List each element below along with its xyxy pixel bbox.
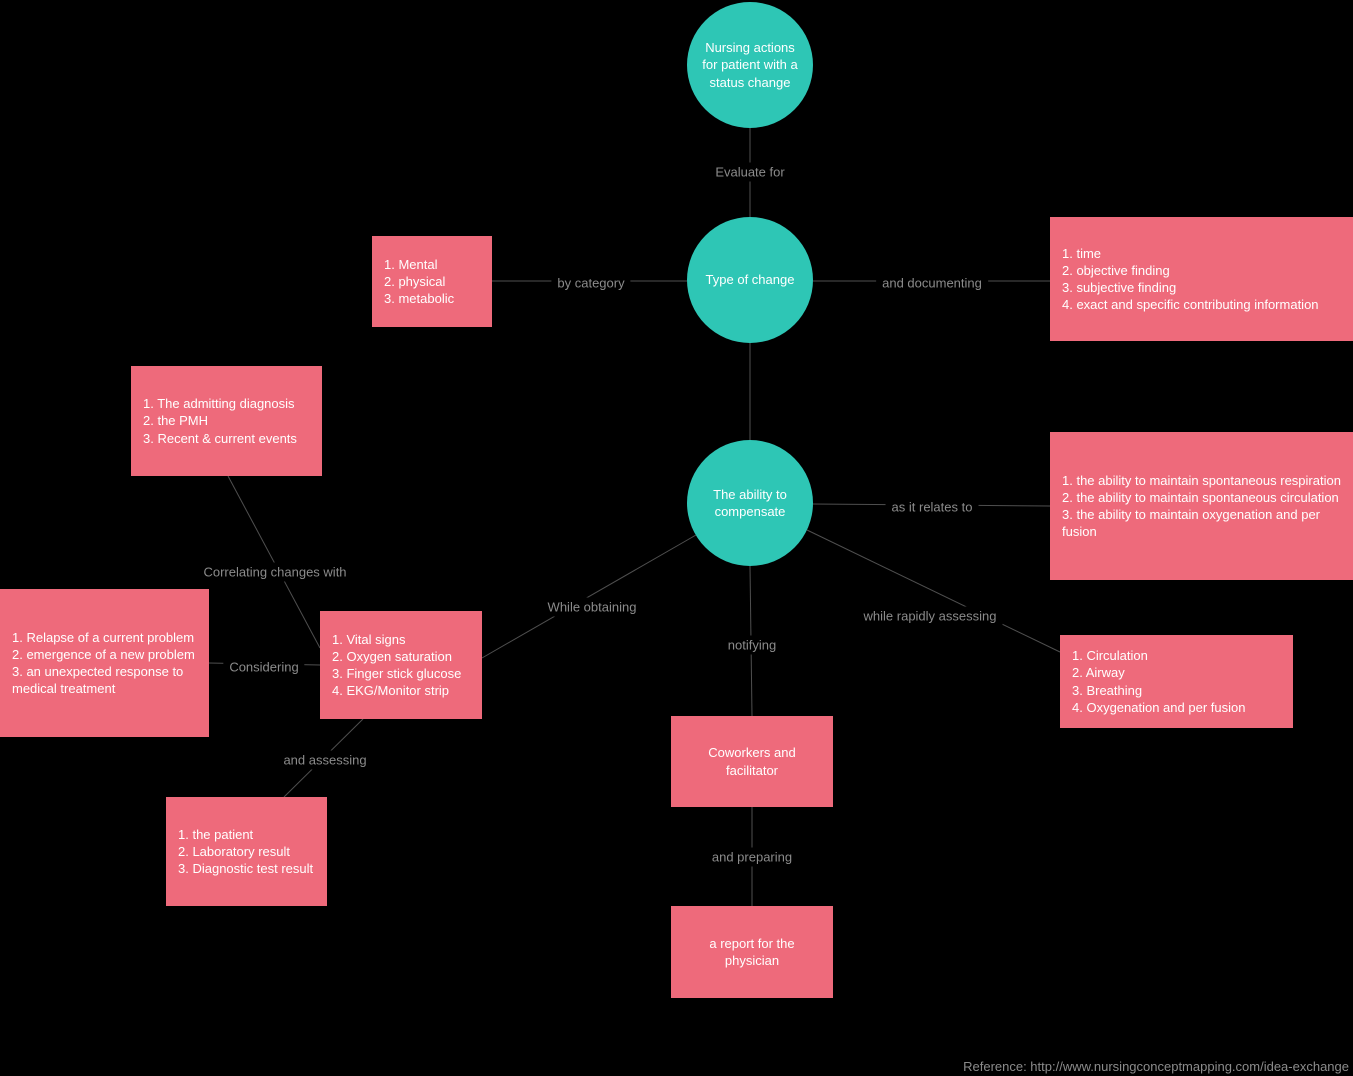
reference-text: Reference: http://www.nursingconceptmapp… (963, 1059, 1349, 1074)
edge-label-and-preparing: and preparing (705, 847, 799, 867)
edge-label-by-category: by category (551, 273, 631, 293)
edge-label-correlating-changes-with: Correlating changes with (197, 562, 353, 582)
edge-label-considering: Considering (223, 657, 305, 677)
edge-label-evaluate-for: Evaluate for (709, 162, 791, 182)
node-patient-lab-diagnostic-list: 1. the patient 2. Laboratory result 3. D… (166, 797, 327, 906)
node-type-of-change: Type of change (687, 217, 813, 343)
edge-label-and-assessing: and assessing (277, 750, 373, 770)
node-admitting-diagnosis-list: 1. The admitting diagnosis 2. the PMH 3.… (131, 366, 322, 476)
node-report-for-physician: a report for the physician (671, 906, 833, 998)
edge-label-and-documenting: and documenting (876, 273, 988, 293)
node-coworkers-facilitator: Coworkers and facilitator (671, 716, 833, 807)
edge-label-as-it-relates-to: as it relates to (885, 497, 979, 517)
node-relapse-list: 1. Relapse of a current problem 2. emerg… (0, 589, 209, 737)
node-documenting-list: 1. time 2. objective finding 3. subjecti… (1050, 217, 1353, 341)
edge-label-while-rapidly-assessing: while rapidly assessing (857, 606, 1003, 626)
edge-label-notifying: notifying (721, 635, 783, 655)
node-relates-to-list: 1. the ability to maintain spontaneous r… (1050, 432, 1353, 580)
node-ability-to-compensate: The ability to compensate (687, 440, 813, 566)
node-vital-signs-list: 1. Vital signs 2. Oxygen saturation 3. F… (320, 611, 482, 719)
node-circulation-airway-breathing-list: 1. Circulation 2. Airway 3. Breathing 4.… (1060, 635, 1293, 728)
edge-label-while-obtaining: While obtaining (541, 597, 643, 617)
node-nursing-actions-root: Nursing actions for patient with a statu… (687, 2, 813, 128)
node-category-list: 1. Mental 2. physical 3. metabolic (372, 236, 492, 327)
